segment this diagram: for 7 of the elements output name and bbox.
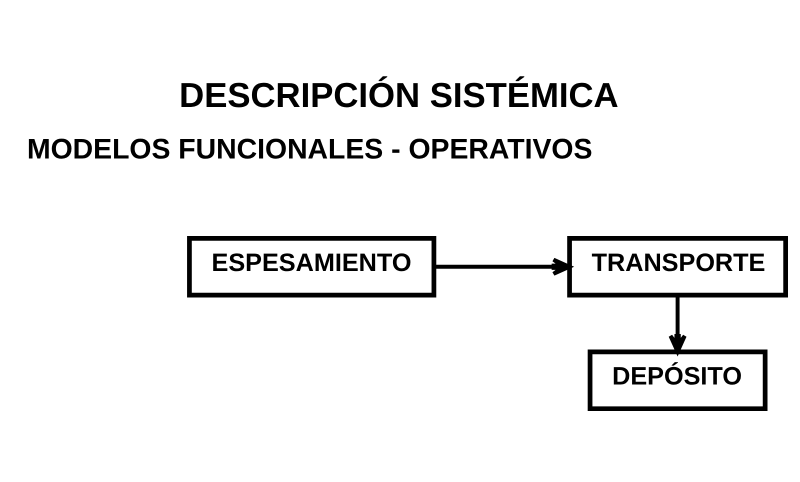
- node-box: ESPESAMIENTO: [187, 235, 436, 297]
- node-box: TRANSPORTE: [567, 235, 788, 297]
- arrow: [434, 257, 572, 276]
- arrow: [668, 295, 687, 354]
- diagram-title: DESCRIPCIÓN SISTÉMICA: [179, 76, 619, 114]
- label: MODELOS FUNCIONALES - OPERATIVOS: [26, 133, 592, 166]
- node-box: DEPÓSITO: [588, 349, 768, 411]
